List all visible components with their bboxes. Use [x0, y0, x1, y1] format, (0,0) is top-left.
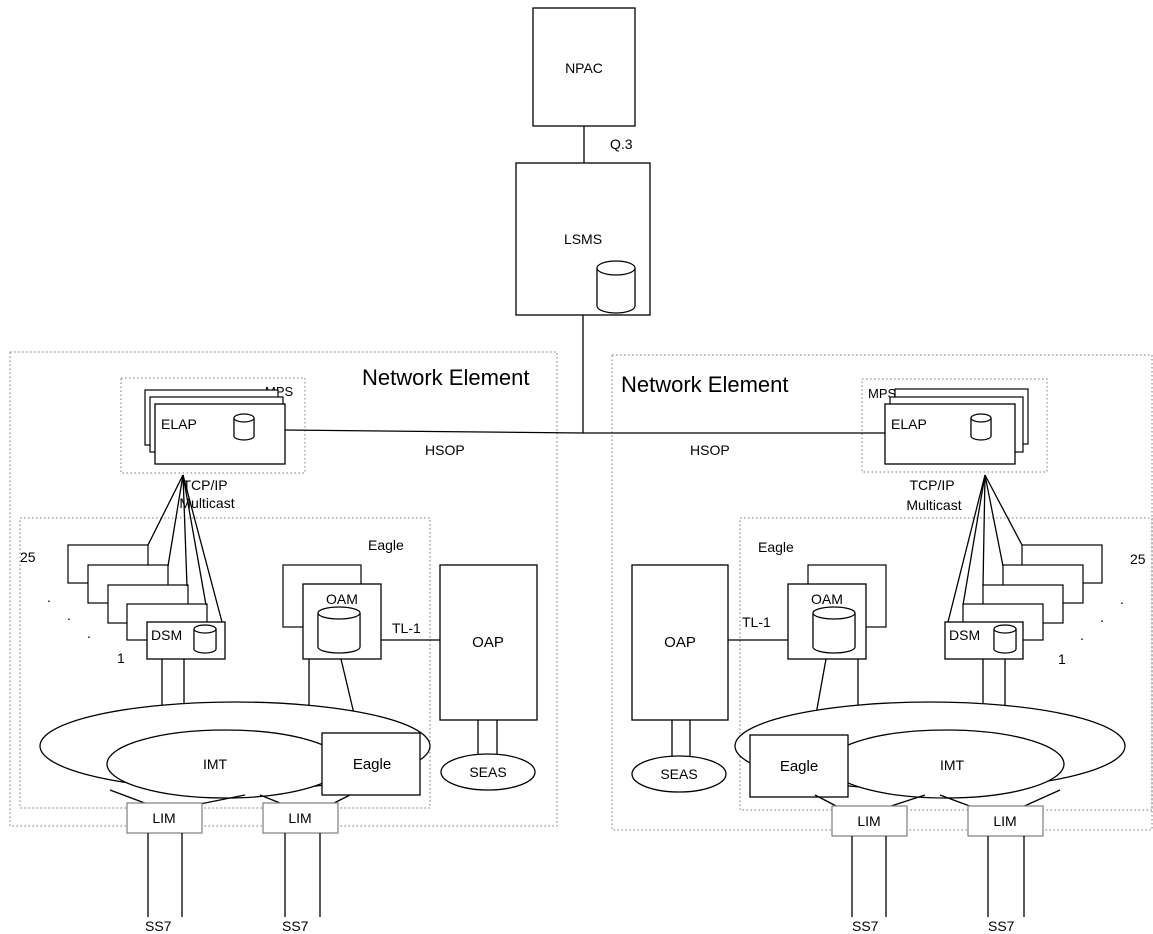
dsm-left-dot-1: . [47, 589, 51, 605]
oam-right-label: OAM [811, 591, 843, 607]
q3-label: Q.3 [610, 136, 633, 152]
elap-left-database-icon [233, 413, 255, 441]
network-element-right: Network Element HSOP MPS ELAP TCP/IP Mul… [583, 354, 1153, 934]
oap-left-node: OAP [439, 564, 538, 721]
tl1-left-label: TL-1 [392, 620, 421, 636]
imt-lim-left-link-2 [194, 794, 246, 806]
dsm-right-count-top: 25 [1130, 551, 1146, 567]
tcpip-left-label: TCP/IP [182, 477, 227, 493]
network-element-left-title: Network Element [362, 365, 530, 390]
lim-left-1-label: LIM [152, 810, 175, 826]
multicast-left-fan [147, 474, 223, 623]
imt-left-label: IMT [203, 756, 228, 772]
lim-left-1: LIM [126, 802, 203, 834]
lim-right-2-label: LIM [993, 813, 1016, 829]
elap-right-node: ELAP [884, 403, 1016, 465]
eagle-left-label: Eagle [353, 756, 391, 773]
mps-right-label: MPS [868, 386, 897, 401]
elap-left-node: ELAP [154, 403, 286, 465]
oam-right-node: OAM [787, 583, 867, 660]
dsm-left-dot-2: . [67, 607, 71, 623]
oap-right-label: OAP [664, 634, 696, 651]
elap-right-database-icon [970, 413, 992, 441]
dsm-right-node: DSM [944, 621, 1024, 660]
dsm-right-dot-3: . [1080, 627, 1084, 643]
mps-left-region [120, 377, 306, 474]
lim-left-2: LIM [262, 802, 339, 834]
dsm-right-database-icon [993, 624, 1017, 654]
elap-right-label: ELAP [891, 416, 927, 432]
seas-right-label: SEAS [660, 766, 697, 782]
eagle-right-label: Eagle [780, 758, 818, 775]
dsm-left-dot-3: . [87, 625, 91, 641]
lim-left-2-label: LIM [288, 810, 311, 826]
eagle-right-region-label: Eagle [758, 539, 794, 555]
dsm-left-stack: DSM 25 . . . 1 [20, 544, 226, 666]
oam-left-node: OAM [302, 583, 382, 660]
multicast-left-label: Multicast [179, 495, 234, 511]
dsm-right-dot-1: . [1120, 591, 1124, 607]
lim-right-1: LIM [831, 805, 908, 837]
imt-lim-right-link-4 [1019, 789, 1061, 809]
seas-right-node: SEAS [631, 755, 727, 793]
eagle-left-region [19, 517, 431, 809]
lim-right-1-label: LIM [857, 813, 880, 829]
dsm-right-stack: DSM 25 . . . 1 [944, 544, 1146, 667]
imt-right-label: IMT [940, 757, 965, 773]
dsm-left-count-top: 25 [20, 549, 36, 565]
ss7-left-2-label: SS7 [282, 918, 309, 934]
lim-right-2: LIM [967, 805, 1044, 837]
oam-right-database-icon [812, 606, 856, 654]
oam-imt-left-link-b [340, 658, 356, 719]
tcpip-right-label: TCP/IP [909, 477, 954, 493]
seas-left-node: SEAS [440, 753, 536, 791]
lsms-node: LSMS [515, 162, 651, 316]
hsop-right-label: HSOP [690, 442, 730, 458]
multicast-right-label: Multicast [906, 497, 961, 513]
ss7-left-1-label: SS7 [145, 918, 172, 934]
network-element-right-title: Network Element [621, 372, 789, 397]
oam-left-stack: OAM [282, 564, 382, 660]
seas-left-label: SEAS [469, 764, 506, 780]
oap-right-node: OAP [631, 564, 729, 721]
multicast-right-fan [947, 474, 1023, 623]
dsm-left-count-bottom: 1 [117, 650, 125, 666]
npac-label: NPAC [565, 60, 603, 76]
tl1-right-label: TL-1 [742, 614, 771, 630]
oam-left-database-icon [317, 606, 361, 654]
ss7-right-1-label: SS7 [852, 918, 879, 934]
oam-right-stack: OAM [787, 564, 887, 660]
dsm-right-count-bottom: 1 [1058, 651, 1066, 667]
hsop-left-link [284, 429, 584, 434]
elap-left-label: ELAP [161, 416, 197, 432]
lsms-database-icon [596, 260, 636, 314]
npac-node: NPAC [532, 7, 636, 127]
eagle-left-region-label: Eagle [368, 537, 404, 553]
mps-right-region [861, 378, 1048, 473]
dsm-left-node: DSM [146, 621, 226, 660]
eagle-right-node: Eagle [749, 734, 849, 798]
dsm-right-dot-2: . [1100, 609, 1104, 625]
network-element-left: Network Element MPS ELAP HSOP TCP/IP Mul… [9, 351, 584, 934]
dsm-left-database-icon [193, 624, 217, 654]
dsm-right-label: DSM [949, 627, 980, 643]
hsop-left-label: HSOP [425, 442, 465, 458]
eagle-left-node: Eagle [321, 732, 421, 796]
lsms-label: LSMS [564, 231, 602, 247]
oap-left-label: OAP [472, 634, 504, 651]
dsm-left-label: DSM [151, 627, 182, 643]
ss7-right-2-label: SS7 [988, 918, 1015, 934]
oam-left-label: OAM [326, 591, 358, 607]
